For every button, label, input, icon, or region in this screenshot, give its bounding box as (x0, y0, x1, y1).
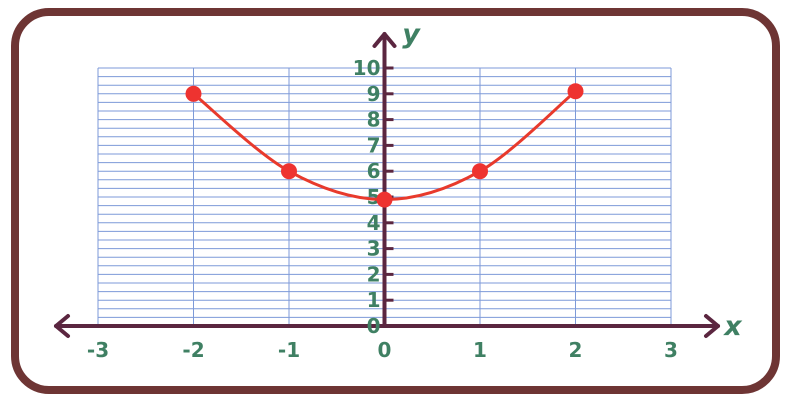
x-axis-arrow-right (704, 314, 720, 338)
y-tick-label: 8 (367, 108, 381, 132)
y-tick-label: 4 (367, 211, 381, 235)
x-axis-label: x (722, 311, 743, 342)
y-axis-label: y (402, 19, 421, 50)
x-axis-arrow-left (54, 314, 70, 338)
x-tick-label: 3 (664, 338, 678, 362)
y-axis-arrow-up (372, 32, 397, 48)
data-point (472, 163, 488, 180)
y-tick-label: 5 (367, 185, 381, 209)
y-tick-label: 1 (367, 288, 381, 312)
x-tick-label: 2 (569, 338, 583, 362)
y-tick-label: 2 (367, 262, 381, 286)
x-tick-label: 1 (473, 338, 487, 362)
y-tick-label: 10 (353, 56, 381, 80)
x-tick-label: -1 (278, 338, 300, 362)
y-tick-label: 9 (367, 82, 381, 106)
data-point (185, 85, 202, 102)
y-tick-label: 6 (367, 159, 381, 183)
data-point (281, 163, 297, 180)
chart-frame (11, 8, 780, 394)
data-point (376, 191, 393, 208)
y-tick-label: 7 (367, 133, 381, 157)
x-tick-label: -3 (87, 338, 109, 362)
y-tick-label: 0 (367, 314, 381, 338)
x-tick-label: 0 (378, 338, 392, 362)
x-tick-label: -2 (182, 338, 204, 362)
data-point (567, 83, 584, 100)
series (185, 83, 584, 208)
y-tick-label: 3 (367, 237, 381, 261)
axes (54, 32, 720, 338)
